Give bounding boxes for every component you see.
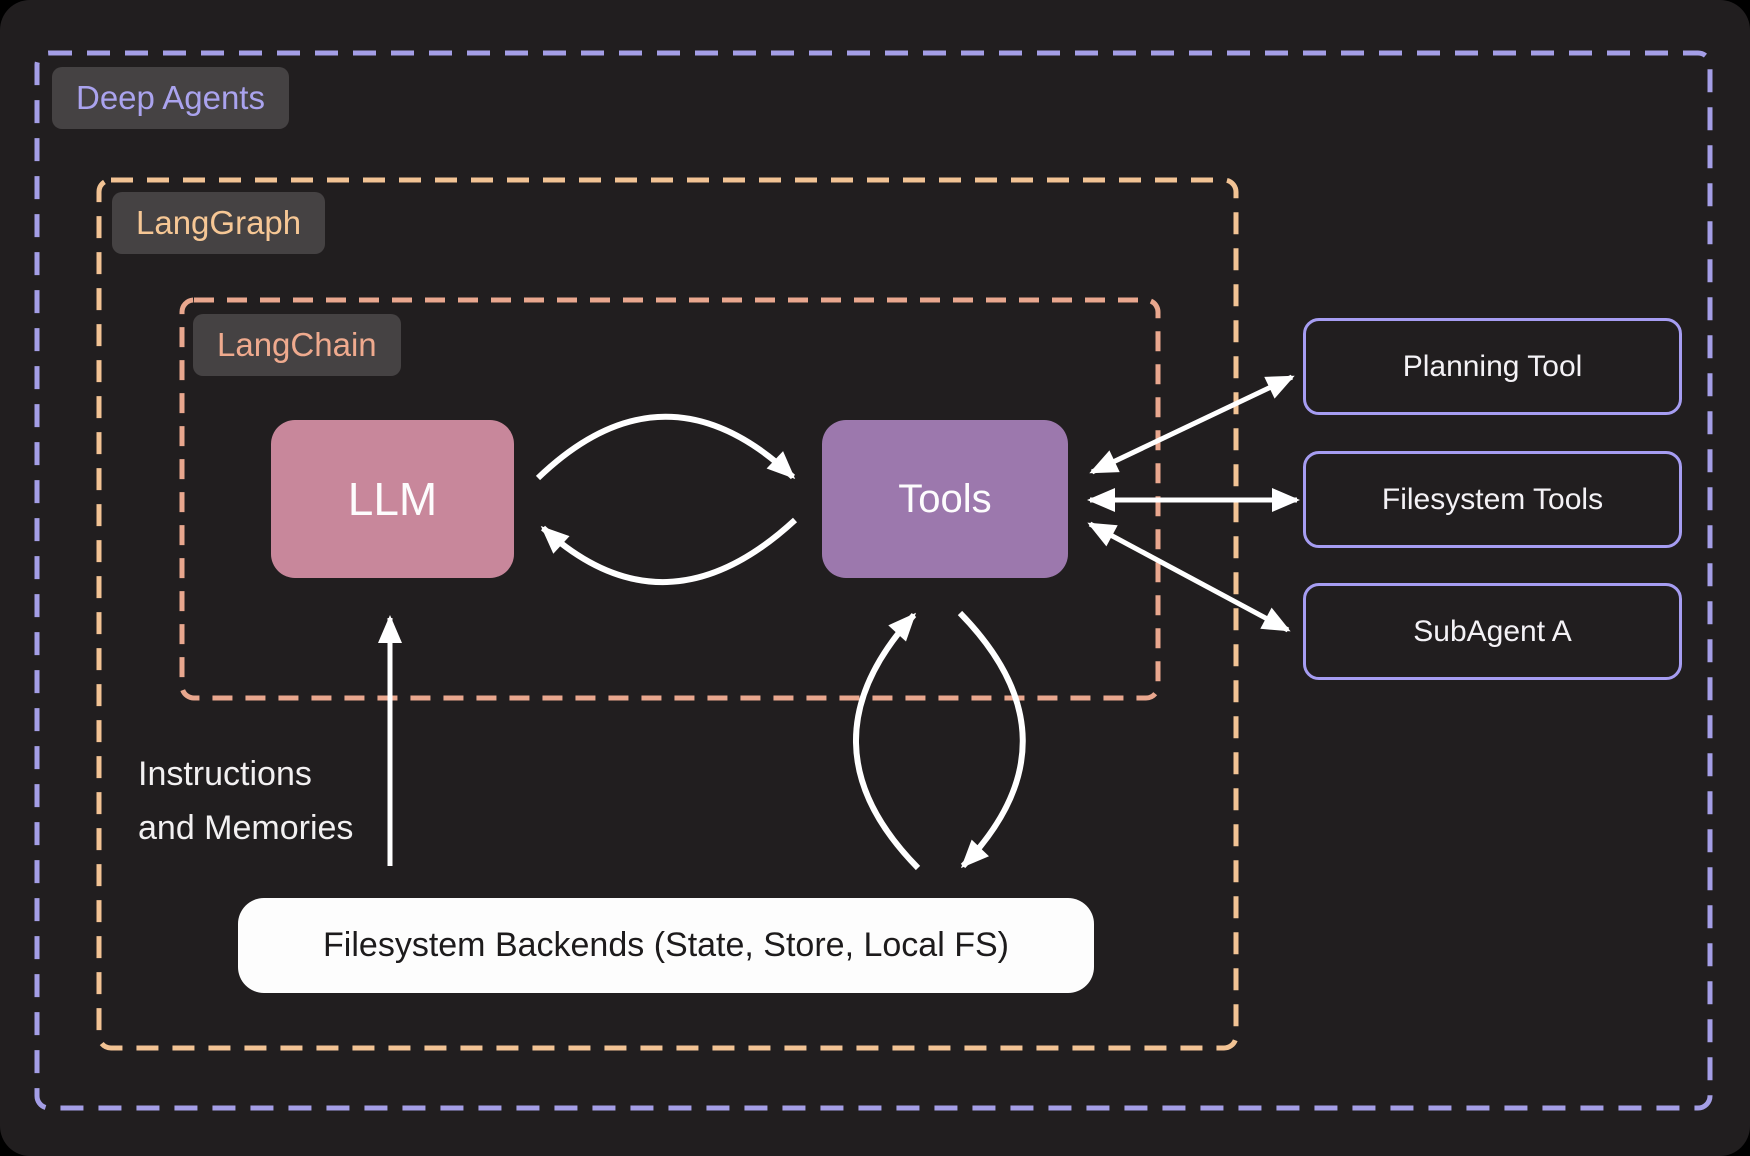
filesystem-backends-box: Filesystem Backends (State, Store, Local… bbox=[238, 898, 1094, 993]
subagent-a-box: SubAgent A bbox=[1303, 583, 1682, 680]
tools-subagent-arrow bbox=[1087, 521, 1291, 633]
deep-agents-label: Deep Agents bbox=[52, 67, 289, 129]
tools-to-backend-arc-arrow bbox=[957, 610, 1026, 869]
deep-agents-border bbox=[34, 50, 1713, 1111]
tools-node: Tools bbox=[822, 420, 1068, 578]
llm-to-tools-arc-arrow bbox=[535, 413, 796, 481]
langchain-label: LangChain bbox=[193, 314, 401, 376]
backend-to-tools-arc-arrow bbox=[853, 612, 921, 871]
llm-node: LLM bbox=[271, 420, 514, 578]
tools-to-llm-arc-arrow bbox=[540, 517, 798, 585]
langgraph-label: LangGraph bbox=[112, 192, 326, 254]
annotation-line-1: Instructions bbox=[138, 755, 312, 793]
planning-tool-box: Planning Tool bbox=[1303, 318, 1682, 415]
filesystem-tools-box: Filesystem Tools bbox=[1303, 451, 1682, 548]
instructions-memories-annotation: Instructions and Memories bbox=[138, 747, 353, 855]
annotation-line-2: and Memories bbox=[138, 809, 354, 847]
tools-planning-arrow bbox=[1089, 374, 1295, 475]
